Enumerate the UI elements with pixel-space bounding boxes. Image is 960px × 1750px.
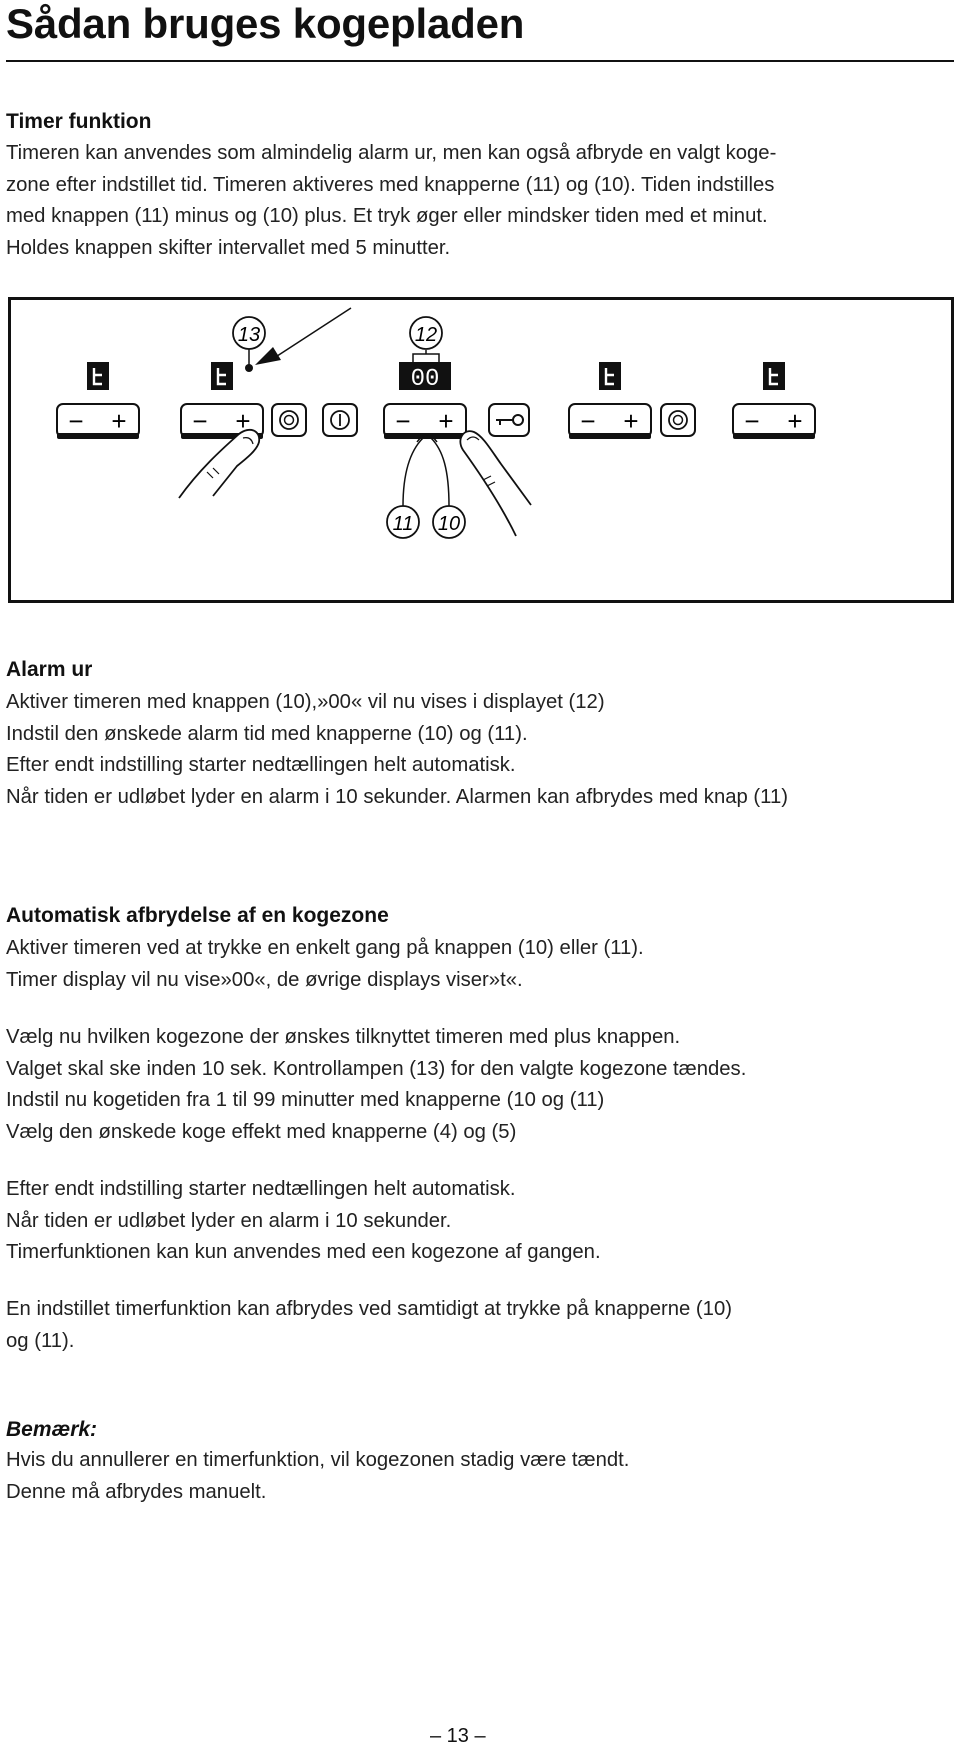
text-line: Denne må afbrydes manuelt. bbox=[6, 1480, 267, 1503]
zone-icon[interactable] bbox=[660, 403, 696, 437]
text-line: Timer display vil nu vise»00«, de øvrige… bbox=[6, 968, 523, 991]
text-line: Vælg nu hvilken kogezone der ønskes tilk… bbox=[6, 1026, 681, 1048]
minus-label: − bbox=[68, 406, 83, 436]
plus-label: + bbox=[623, 406, 638, 436]
callout-13: 13 bbox=[232, 316, 266, 350]
title-rule bbox=[6, 60, 954, 62]
section-heading-alarm: Alarm ur bbox=[6, 658, 93, 681]
indicator-lamp-13 bbox=[245, 364, 253, 372]
finger-icon bbox=[178, 428, 261, 499]
text-line: med knappen (11) minus og (10) plus. Et … bbox=[6, 205, 768, 227]
paragraph-note: Hvis du annullerer en timerfunktion, vil… bbox=[6, 1445, 941, 1508]
text-line: Aktiver timeren med knappen (10),»00« vi… bbox=[6, 691, 605, 713]
text-line: Vælg den ønskede koge effekt med knapper… bbox=[6, 1120, 517, 1143]
leader-11 bbox=[402, 437, 424, 507]
minus-label: − bbox=[395, 406, 410, 436]
section-heading-auto: Automatisk afbrydelse af en kogezone bbox=[6, 904, 389, 927]
display-t-icon bbox=[763, 362, 785, 390]
text-line: Efter endt indstilling starter nedtællin… bbox=[6, 754, 516, 776]
section-heading-timer: Timer funktion bbox=[6, 110, 152, 133]
text-line: Når tiden er udløbet lyder en alarm i 10… bbox=[6, 785, 788, 808]
display-t-icon bbox=[599, 362, 621, 390]
text-line: Aktiver timeren ved at trykke en enkelt … bbox=[6, 937, 644, 959]
minus-label: − bbox=[580, 406, 595, 436]
text-line: og (11). bbox=[6, 1329, 75, 1352]
finger-icon bbox=[459, 430, 532, 537]
svg-text:10: 10 bbox=[438, 513, 460, 535]
plus-label: + bbox=[111, 406, 126, 436]
plus-label: + bbox=[787, 406, 802, 436]
paragraph-auto-3: Efter endt indstilling starter nedtællin… bbox=[6, 1174, 941, 1269]
paragraph-auto-4: En indstillet timerfunktion kan afbrydes… bbox=[6, 1294, 941, 1357]
text-line: Timerfunktionen kan kun anvendes med een… bbox=[6, 1241, 601, 1263]
key-lock-icon[interactable] bbox=[488, 403, 530, 437]
display-t-icon bbox=[87, 362, 109, 390]
note-heading: Bemærk: bbox=[6, 1418, 98, 1441]
text-line: zone efter indstillet tid. Timeren aktiv… bbox=[6, 173, 775, 196]
text-line: En indstillet timerfunktion kan afbrydes… bbox=[6, 1298, 732, 1320]
control-panel-figure: − + − + 00 bbox=[8, 297, 954, 603]
power-icon[interactable] bbox=[322, 403, 358, 437]
paragraph-alarm: Aktiver timeren med knappen (10),»00« vi… bbox=[6, 687, 941, 813]
text-line: Hvis du annullerer en timerfunktion, vil… bbox=[6, 1449, 630, 1471]
page-title: Sådan bruges kogepladen bbox=[6, 0, 525, 47]
text-line: Når tiden er udløbet lyder en alarm i 10… bbox=[6, 1209, 452, 1232]
display-t-icon bbox=[211, 362, 233, 390]
pointer-arrow bbox=[270, 307, 352, 361]
plus-label: + bbox=[235, 406, 250, 436]
timer-display: 00 bbox=[399, 362, 451, 393]
leader-10 bbox=[430, 437, 450, 507]
minus-label: − bbox=[192, 406, 207, 436]
timer-display-value: 00 bbox=[411, 366, 440, 393]
text-line: Holdes knappen skifter intervallet med 5… bbox=[6, 236, 451, 259]
minus-label: − bbox=[744, 406, 759, 436]
paragraph-auto-2: Vælg nu hvilken kogezone der ønskes tilk… bbox=[6, 1022, 941, 1148]
bracket-12 bbox=[412, 353, 440, 362]
text-line: Indstil den ønskede alarm tid med knappe… bbox=[6, 722, 528, 745]
paragraph-timer: Timeren kan anvendes som almindelig alar… bbox=[6, 138, 941, 264]
text-line: Valget skal ske inden 10 sek. Kontrollam… bbox=[6, 1057, 747, 1080]
pivot-arc bbox=[416, 434, 438, 443]
page-number: – 13 – bbox=[430, 1725, 486, 1747]
callout-10: 10 bbox=[432, 505, 466, 539]
plus-label: + bbox=[438, 406, 453, 436]
control-panel-diagram: − + − + 00 bbox=[56, 307, 816, 539]
svg-text:12: 12 bbox=[415, 324, 437, 346]
svg-text:11: 11 bbox=[393, 513, 414, 535]
zone-icon[interactable] bbox=[271, 403, 307, 437]
text-line: Timeren kan anvendes som almindelig alar… bbox=[6, 142, 777, 164]
text-line: Efter endt indstilling starter nedtællin… bbox=[6, 1178, 516, 1200]
svg-text:13: 13 bbox=[238, 324, 260, 346]
pointer-arrowhead bbox=[255, 347, 281, 365]
text-line: Indstil nu kogetiden fra 1 til 99 minutt… bbox=[6, 1089, 605, 1111]
paragraph-auto-1: Aktiver timeren ved at trykke en enkelt … bbox=[6, 933, 941, 996]
callout-12: 12 bbox=[409, 316, 443, 350]
callout-11: 11 bbox=[386, 505, 420, 539]
